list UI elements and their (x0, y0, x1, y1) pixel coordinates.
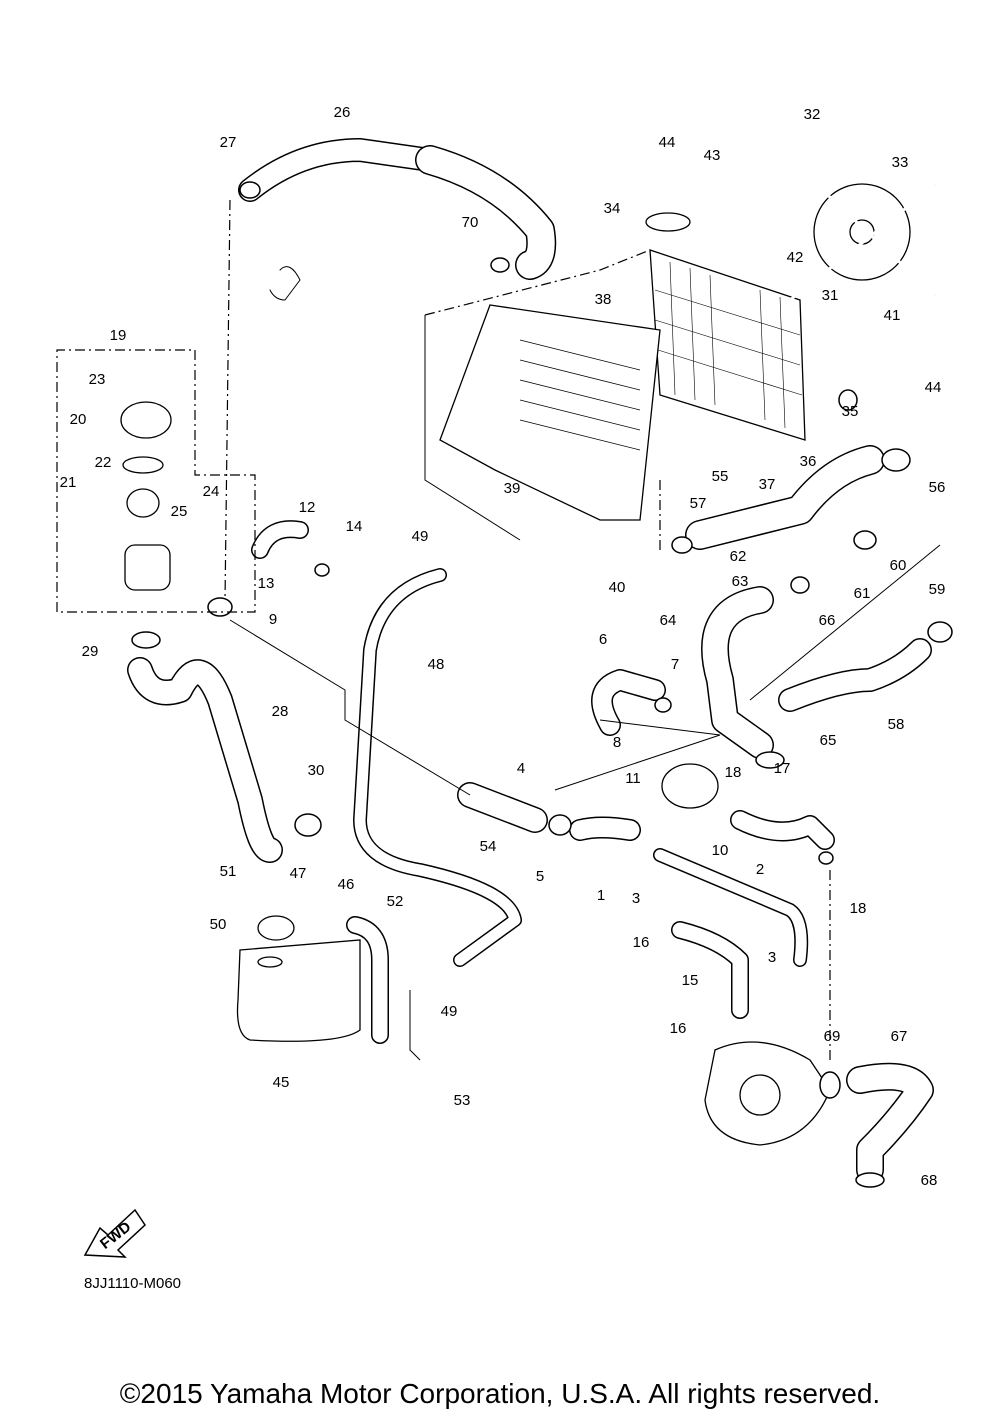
callout-label: 42 (787, 249, 804, 266)
callout-label: 6 (599, 631, 607, 648)
callout-label: 59 (929, 581, 946, 598)
forward-arrow-icon: FWD (83, 1208, 146, 1258)
callout-label: 70 (462, 214, 479, 231)
thermostat-assembly (120, 401, 172, 591)
callout-label: 31 (822, 287, 839, 304)
callout-label: 14 (346, 518, 363, 535)
hoses (127, 138, 934, 1184)
callout-label: 17 (774, 760, 791, 777)
callout-label: 34 (604, 200, 621, 217)
callout-label: 18 (850, 900, 867, 917)
callout-label: 57 (690, 495, 707, 512)
callout-label: 21 (60, 474, 77, 491)
callout-label: 43 (704, 147, 721, 164)
callout-label: 60 (890, 557, 907, 574)
callout-label: 53 (454, 1092, 471, 1109)
callout-label: 55 (712, 468, 729, 485)
callout-label: 3 (632, 890, 640, 907)
callout-label: 9 (269, 611, 277, 628)
callout-label: 50 (210, 916, 227, 933)
assembly-lines (56, 199, 941, 1061)
callout-label: 22 (95, 454, 112, 471)
water-pump (661, 763, 831, 1146)
callout-label: 35 (842, 403, 859, 420)
callout-label: 65 (820, 732, 837, 749)
callout-label: 39 (504, 480, 521, 497)
callout-label: 30 (308, 762, 325, 779)
callout-label: 18 (725, 764, 742, 781)
callout-label: 52 (387, 893, 404, 910)
radiator (645, 212, 806, 441)
callout-label: 44 (925, 379, 942, 396)
callout-label: 15 (682, 972, 699, 989)
callout-label: 16 (670, 1020, 687, 1037)
callout-label: 7 (671, 656, 679, 673)
callout-label: 48 (428, 656, 445, 673)
callout-label: 64 (660, 612, 677, 629)
callout-label: 38 (595, 291, 612, 308)
callout-label: 13 (258, 575, 275, 592)
callout-label: 23 (89, 371, 106, 388)
callout-label: 16 (633, 934, 650, 951)
callout-label: 1 (597, 887, 605, 904)
radiator-shroud (439, 304, 661, 521)
callout-label: 29 (82, 643, 99, 660)
clamps (131, 181, 953, 1188)
coolant-reservoir (236, 915, 361, 1042)
callout-label: 46 (338, 876, 355, 893)
callout-label: 62 (730, 548, 747, 565)
callout-label: 37 (759, 476, 776, 493)
callout-label: 67 (891, 1028, 908, 1045)
callout-label: 26 (334, 104, 351, 121)
callout-label: 49 (441, 1003, 458, 1020)
callout-label: 19 (110, 327, 127, 344)
callout-label: 11 (625, 770, 641, 787)
callout-label: 47 (290, 865, 307, 882)
callout-label: 24 (203, 483, 220, 500)
callout-label: 32 (804, 106, 821, 123)
callout-label: 10 (712, 842, 729, 859)
callout-label: 44 (659, 134, 676, 151)
copyright-notice: ©2015 Yamaha Motor Corporation, U.S.A. A… (119, 1378, 881, 1409)
callout-label: 61 (854, 585, 871, 602)
callout-label: 58 (888, 716, 905, 733)
diagram-code: 8JJ1110-M060 (84, 1275, 181, 1292)
callout-label: 51 (220, 863, 237, 880)
callout-label: 41 (884, 307, 901, 324)
callout-label: 56 (929, 479, 946, 496)
callout-label: 69 (824, 1028, 841, 1045)
callout-label: 2 (756, 861, 764, 878)
callout-labels: 26 27 70 44 43 32 33 34 42 31 38 19 23 2… (60, 104, 946, 1189)
callout-label: 5 (536, 868, 544, 885)
radiator-cap (645, 212, 691, 232)
callout-label: 49 (412, 528, 429, 545)
callout-label: 63 (732, 573, 749, 590)
cooling-fan (788, 158, 937, 302)
callout-label: 25 (171, 503, 188, 520)
callout-label: 68 (921, 1172, 938, 1189)
callout-label: 3 (768, 949, 776, 966)
callout-label: 54 (480, 838, 497, 855)
callout-label: 33 (892, 154, 909, 171)
callout-label: 36 (800, 453, 817, 470)
callout-label: 20 (70, 411, 87, 428)
callout-label: 28 (272, 703, 289, 720)
callout-label: 4 (517, 760, 525, 777)
callout-label: 66 (819, 612, 836, 629)
callout-label: 45 (273, 1074, 290, 1091)
callout-label: 8 (613, 734, 621, 751)
callout-label: 40 (609, 579, 626, 596)
callout-label: 12 (299, 499, 316, 516)
callout-label: 27 (220, 134, 237, 151)
